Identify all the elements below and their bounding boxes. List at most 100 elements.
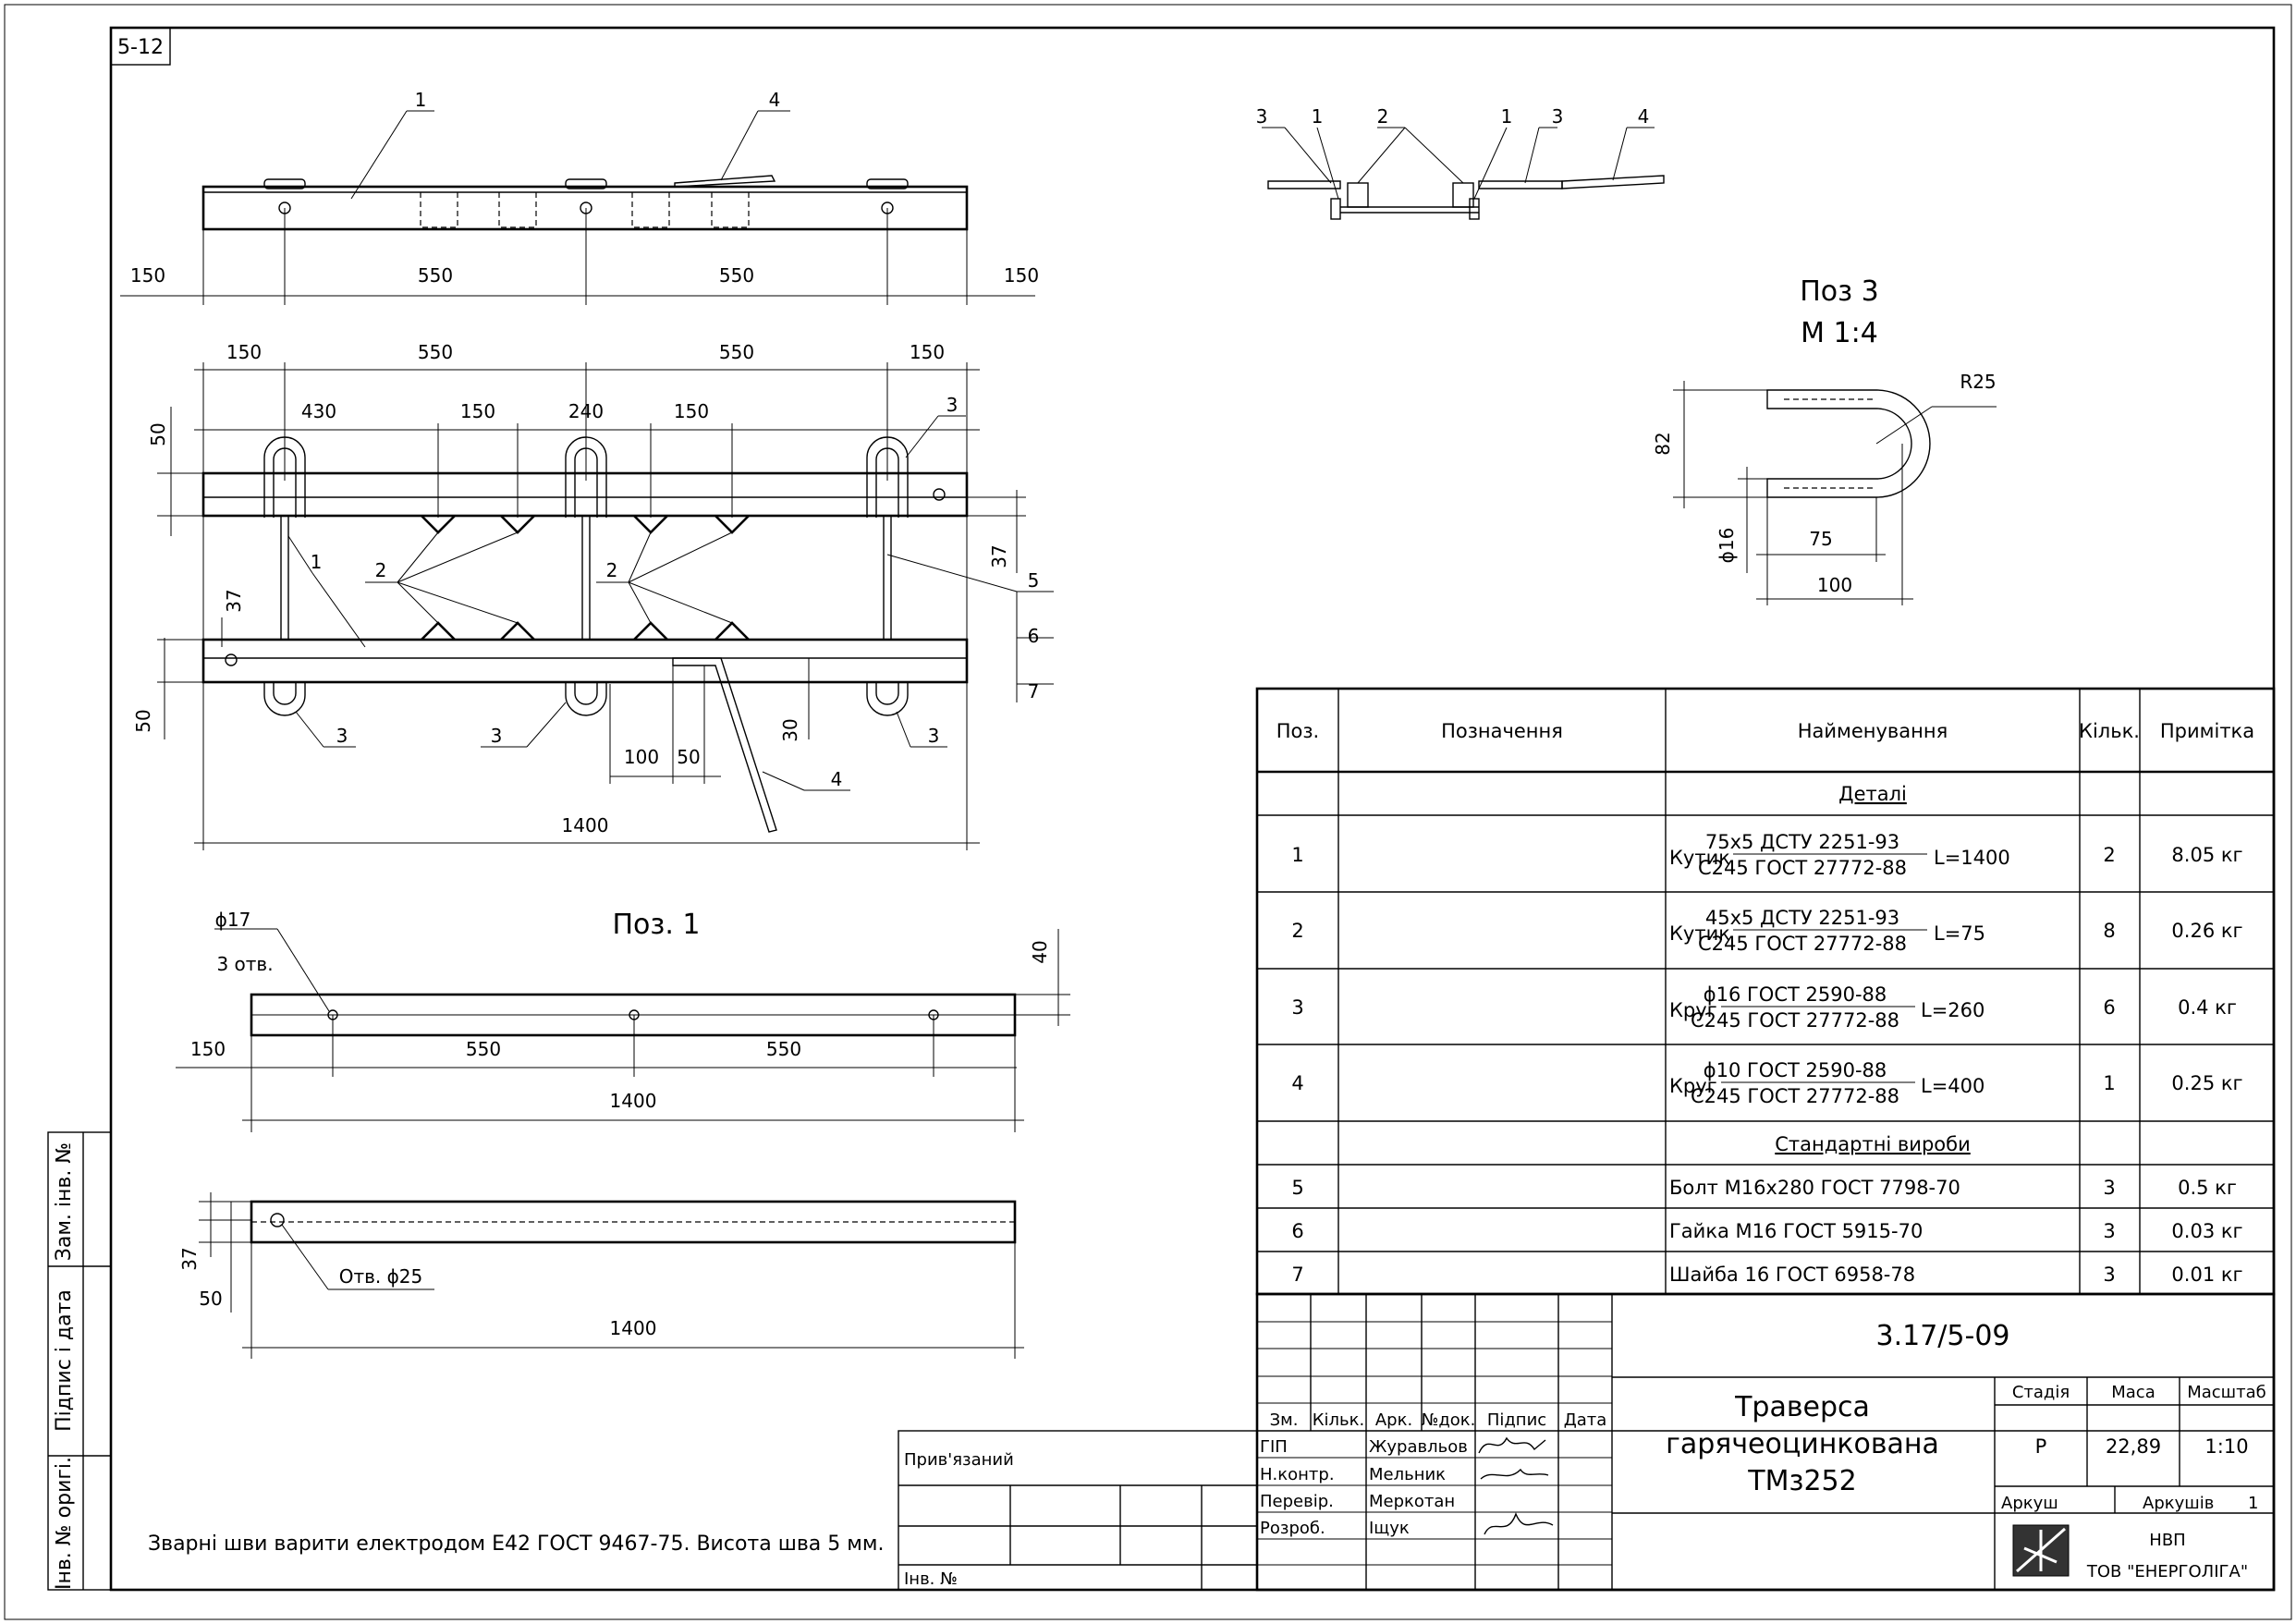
spec-row1-frac-bottom: С245 ГОСТ 27772-88: [1698, 857, 1907, 879]
top-pos-4: 4: [769, 89, 781, 111]
plan-overall: 1400: [562, 814, 609, 836]
tb-col-kilk: Кільк.: [1313, 1410, 1365, 1430]
poz1-overall: 1400: [610, 1090, 657, 1112]
tb-role-rozrob: Розроб.: [1260, 1519, 1325, 1538]
bottom-dim-37: 37: [178, 1247, 201, 1270]
spec-row5-pos: 5: [1291, 1177, 1303, 1199]
plan-pos-6: 6: [1028, 625, 1040, 647]
plan-dim-2-4: 150: [674, 400, 709, 422]
plan-pos-3a: 3: [946, 394, 959, 416]
side-label-4: 4: [1638, 105, 1650, 128]
signature-2: [1480, 1468, 1549, 1480]
bottom-dim-50: 50: [199, 1288, 222, 1310]
org-line-2: ТОВ "ЕНЕРГОЛІГА": [2086, 1562, 2248, 1581]
top-dim-2: 550: [418, 264, 453, 287]
title-line-3: ТМз252: [1747, 1465, 1856, 1497]
weld-note: Зварні шви варити електродом Е42 ГОСТ 94…: [148, 1532, 884, 1556]
spec-section-standard: Стандартні вироби: [1775, 1133, 1971, 1155]
spec-row7-pos: 7: [1291, 1264, 1303, 1286]
spec-row3-pos: 3: [1291, 996, 1303, 1019]
spec-row1-prefix: Кутик: [1669, 847, 1730, 869]
tb-scale-label: Масштаб: [2187, 1383, 2266, 1402]
spec-row1-pos: 1: [1291, 844, 1303, 866]
sheet-border: [4, 4, 2292, 1620]
spec-header-pos: Поз.: [1276, 720, 1319, 742]
spec-row7-note: 0.01 кг: [2171, 1264, 2242, 1286]
spec-row4-qty: 1: [2103, 1072, 2115, 1094]
plan-pos-1: 1: [311, 551, 323, 573]
tb-stage-label: Стадія: [2012, 1383, 2070, 1402]
poz3-len2: 100: [1817, 574, 1852, 596]
stamp-inv-original: Інв. № оригі.: [53, 1457, 76, 1590]
poz3-diameter: ϕ16: [1716, 528, 1738, 564]
title-line-2: гарячеоцинкована: [1666, 1428, 1939, 1460]
plan-pos-3c: 3: [491, 725, 503, 747]
side-label-1b: 1: [1501, 105, 1513, 128]
plan-dim-top-1: 150: [226, 341, 262, 363]
tb-name-3: Меркотан: [1369, 1492, 1455, 1511]
sheet-code-box: [110, 27, 171, 66]
spec-row6-note: 0.03 кг: [2171, 1220, 2242, 1242]
spec-row3-note: 0.4 кг: [2178, 996, 2237, 1019]
top-dim-1: 150: [130, 264, 165, 287]
plan-dim-2-2: 150: [460, 400, 495, 422]
poz1-dim-2: 550: [466, 1038, 501, 1060]
plan-dim-bottom-1: 100: [624, 746, 659, 768]
tb-name-1: Журавльов: [1369, 1437, 1468, 1457]
poz1-dim-h: 40: [1029, 940, 1051, 963]
plan-left-dim-3: 50: [132, 709, 154, 732]
spec-header-designation: Позначення: [1441, 720, 1563, 742]
plan-view: 150 550 550 150 430 150 240 150: [132, 341, 1054, 850]
spec-row1-note: 8.05 кг: [2171, 844, 2242, 866]
tb-sheets-label: Аркушів: [2143, 1494, 2214, 1513]
plan-dim-2-1: 430: [301, 400, 336, 422]
tb-sheets: 1: [2248, 1494, 2258, 1513]
side-label-3a: 3: [1256, 105, 1268, 128]
plan-pos-7: 7: [1028, 680, 1040, 702]
plan-dim-top-4: 150: [910, 341, 945, 363]
tb-name-4: Іщук: [1369, 1519, 1410, 1538]
signature-1: [1478, 1436, 1546, 1454]
poz1-dim-3: 550: [766, 1038, 801, 1060]
side-label-3b: 3: [1552, 105, 1564, 128]
top-view: 150 550 550 150 1 4: [120, 89, 1039, 305]
energoliga-logo: [2012, 1524, 2070, 1577]
spec-row3-prefix: Круг: [1669, 999, 1717, 1021]
tb-col-ark: Арк.: [1375, 1410, 1412, 1430]
spec-header-note: Примітка: [2160, 720, 2254, 742]
tb-stage: Р: [2035, 1435, 2047, 1458]
stamp-signature-date: Підпис і дата: [53, 1289, 76, 1432]
tb-col-date: Дата: [1564, 1410, 1607, 1430]
doc-code: 3.17/5-09: [1876, 1320, 2010, 1352]
poz3-detail: Поз 3 М 1:4 R25 82 ϕ16 75 100: [1652, 275, 1997, 605]
side-label-1a: 1: [1312, 105, 1324, 128]
spec-row5-note: 0.5 кг: [2178, 1177, 2237, 1199]
spec-row4-pos: 4: [1291, 1072, 1303, 1094]
spec-row2-frac-top: 45x5 ДСТУ 2251-93: [1705, 907, 1899, 929]
poz1-view: Поз. 1 ϕ17 3 отв. 40 150 550 550 1400: [176, 909, 1070, 1132]
plan-pos-4: 4: [831, 768, 843, 790]
sheet-code: 5-12: [117, 36, 164, 59]
side-stamp: Зам. інв. № Підпис і дата Інв. № оригі.: [47, 1131, 112, 1591]
tb-col-ndok: №док.: [1422, 1410, 1476, 1430]
org-line-1: НВП: [2149, 1531, 2185, 1550]
top-pos-1: 1: [415, 89, 427, 111]
tb-col-zm: Зм.: [1270, 1410, 1299, 1430]
spec-row1-qty: 2: [2103, 844, 2115, 866]
spec-row4-note: 0.25 кг: [2171, 1072, 2242, 1094]
plan-dim-top-3: 550: [719, 341, 754, 363]
poz3-height: 82: [1652, 432, 1674, 455]
plan-dim-bottom-3: 30: [779, 718, 801, 741]
top-dim-4: 150: [1004, 264, 1039, 287]
plan-dim-bottom-2: 50: [677, 746, 700, 768]
tb-name-2: Мельник: [1369, 1465, 1446, 1484]
poz1-hole-count: 3 отв.: [216, 953, 273, 975]
poz1-dim-1: 150: [190, 1038, 226, 1060]
tb-role-nkontr: Н.контр.: [1260, 1465, 1335, 1484]
spec-row2-qty: 8: [2103, 920, 2115, 942]
spec-row5-name: Болт М16x280 ГОСТ 7798-70: [1669, 1177, 1960, 1199]
side-label-2: 2: [1377, 105, 1389, 128]
spec-section-parts: Деталі: [1838, 783, 1907, 805]
poz1-title: Поз. 1: [612, 909, 700, 941]
